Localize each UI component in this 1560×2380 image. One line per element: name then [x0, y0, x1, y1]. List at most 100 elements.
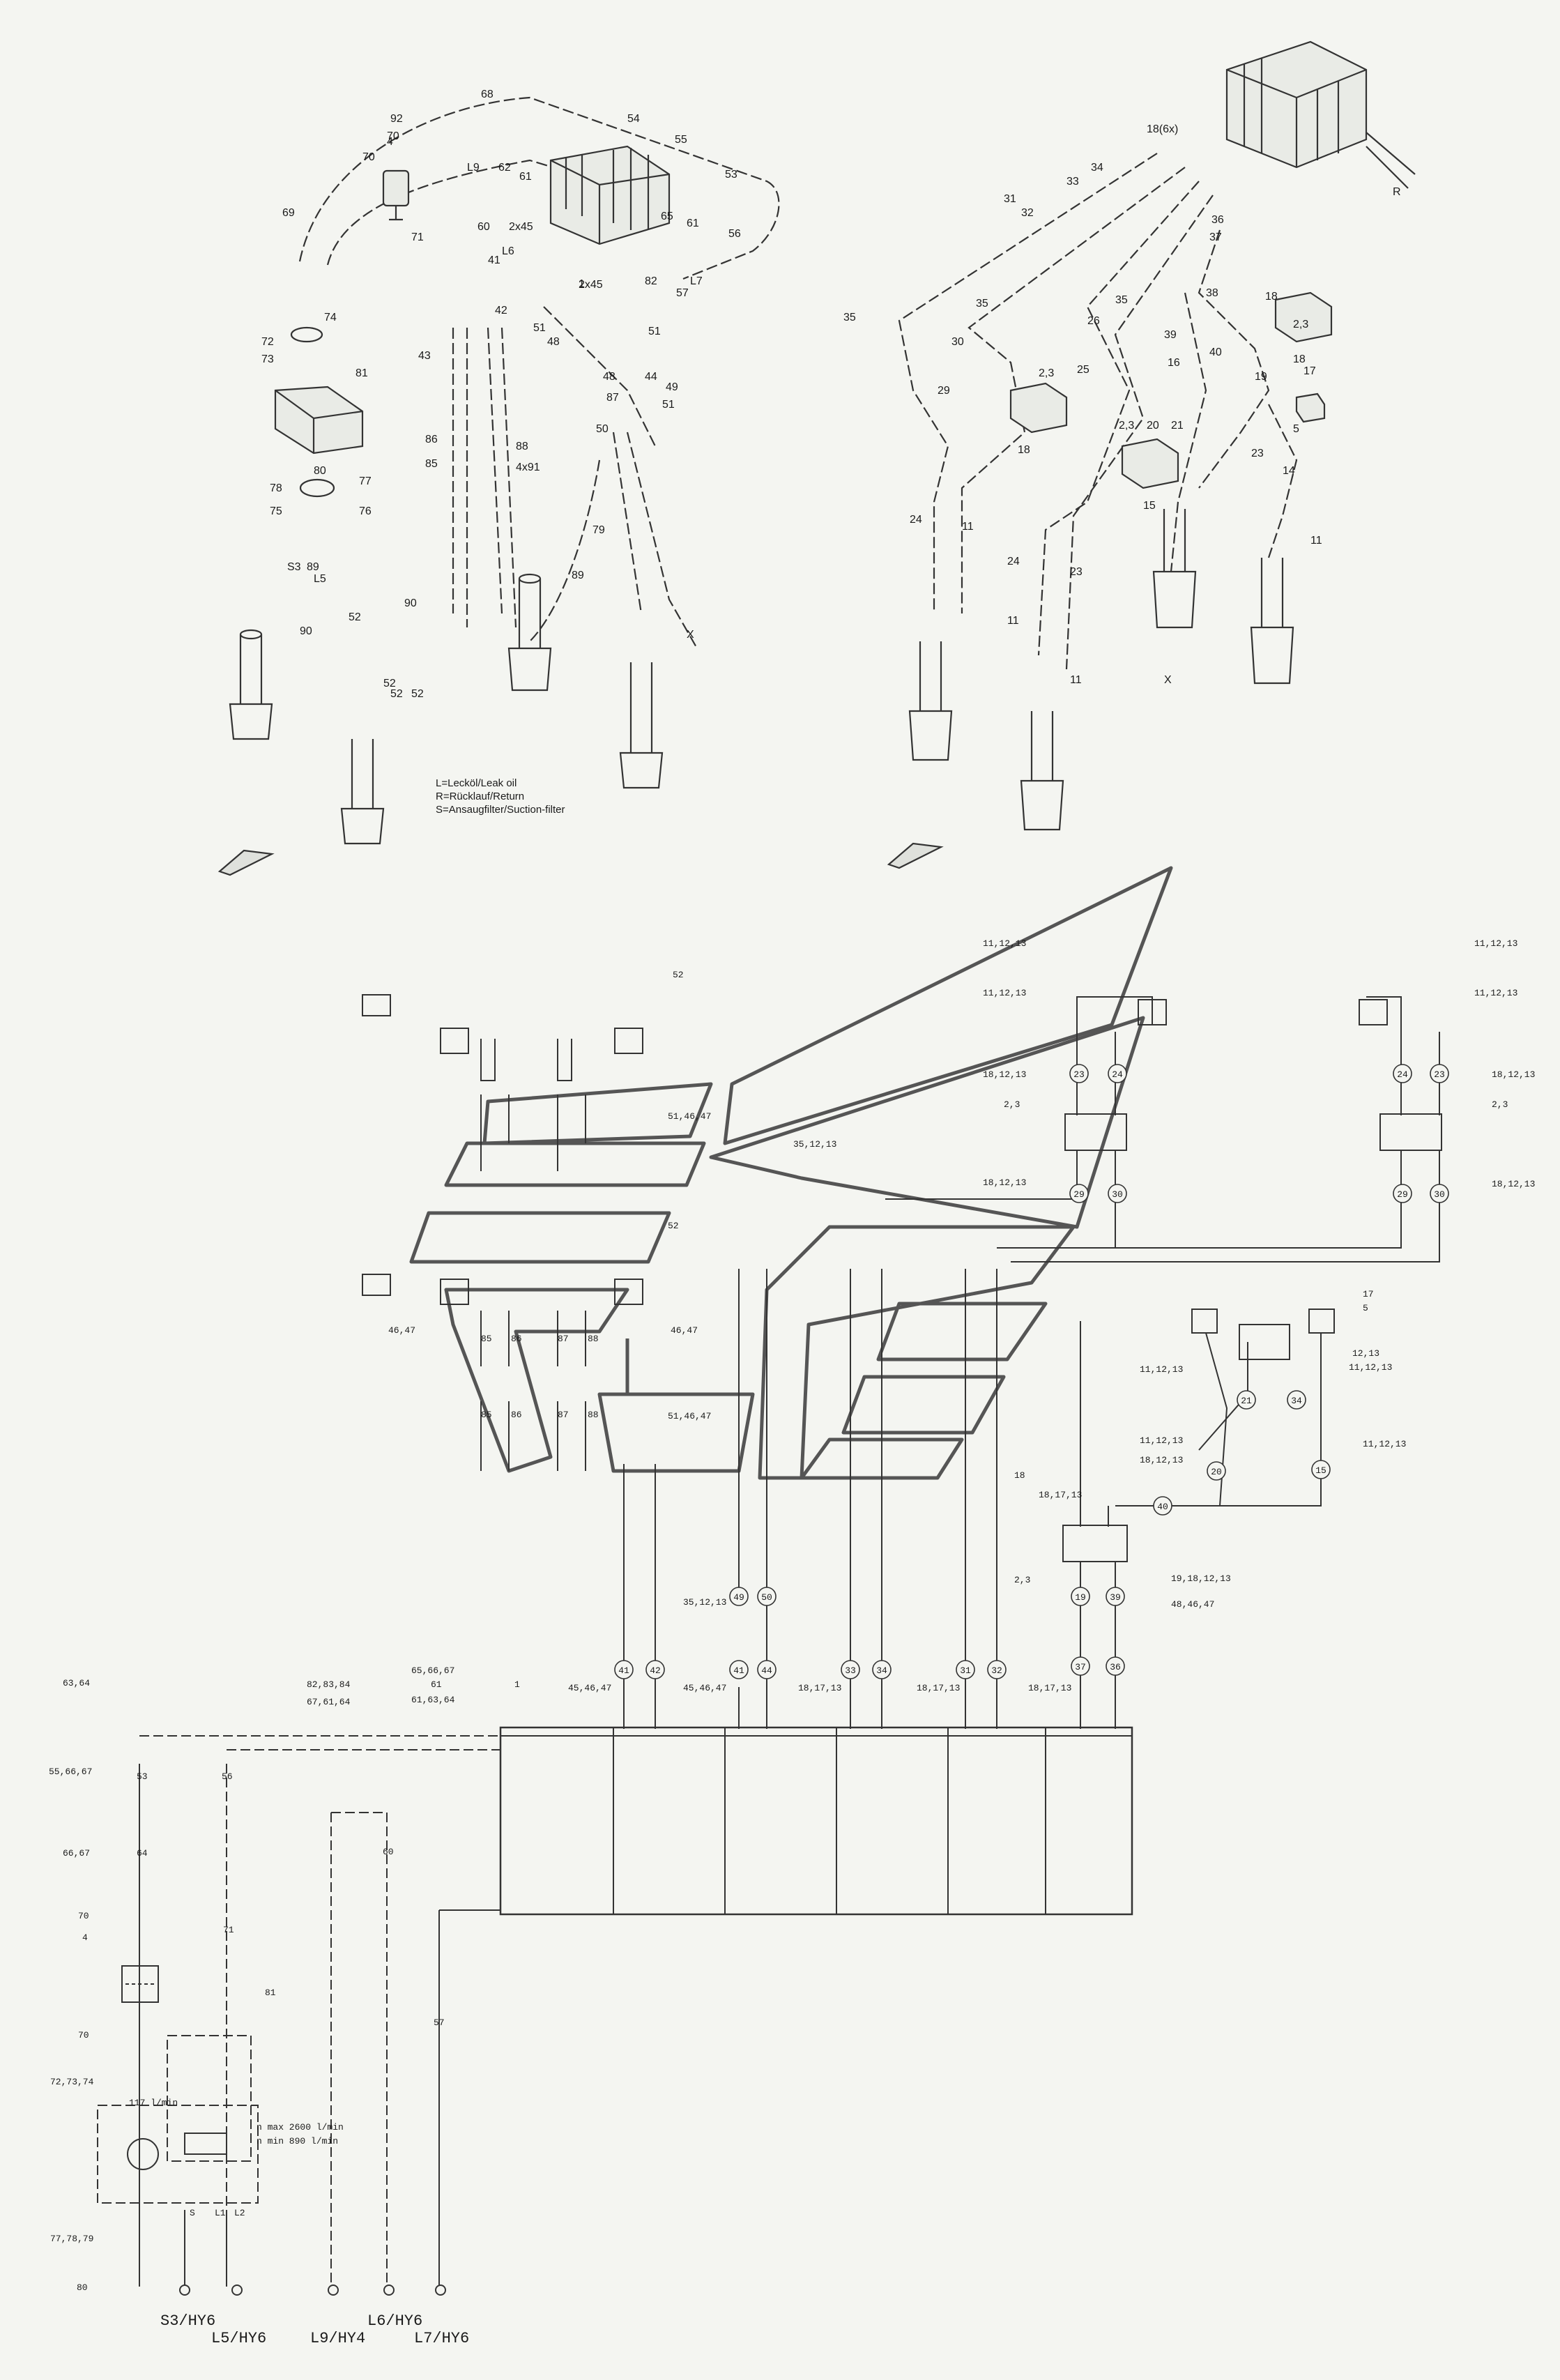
- tr-label-32: 23: [1251, 448, 1264, 459]
- outline-logo-shapes: [409, 866, 1173, 1480]
- tr-label-33: 24: [910, 514, 922, 526]
- left-label-4: 46,47: [671, 1325, 698, 1336]
- tl-label-25: 72: [261, 336, 274, 348]
- port-21-circle: [729, 1660, 749, 1679]
- cyl-label-2: 11,12,13: [1474, 938, 1517, 949]
- tr-label-22: 18: [1293, 353, 1306, 365]
- pump-label-20: n min 890 l/min: [257, 2136, 338, 2146]
- lower-label-8: 18: [1014, 1470, 1025, 1481]
- port-17: 41: [618, 1665, 629, 1676]
- tr-label-29: 18: [1018, 444, 1030, 456]
- tl-label-31: 51: [533, 322, 546, 334]
- pump-unit: [274, 326, 364, 498]
- tl-label-35: 48: [603, 371, 615, 383]
- left-label-13: 88: [588, 1410, 599, 1420]
- port-1: 24: [1112, 1069, 1123, 1080]
- port-11-circle: [1311, 1460, 1331, 1479]
- tr-label-14: 25: [1077, 364, 1089, 376]
- tr-label-31: 14: [1283, 465, 1295, 477]
- port-8-circle: [1237, 1390, 1256, 1410]
- tr-label-0: 18(6x): [1147, 123, 1178, 135]
- tr-label-26: 20: [1147, 420, 1159, 432]
- valve-label-5: 18,12,13: [1492, 1179, 1535, 1189]
- lower-label-11: 19,18,12,13: [1171, 1573, 1231, 1584]
- pump-label-9: 53: [137, 1771, 148, 1782]
- pump-label-6: 72,73,74: [50, 2077, 94, 2087]
- tl-label-38: 50: [596, 423, 609, 435]
- port-14-circle: [1106, 1587, 1125, 1606]
- port-2-circle: [1069, 1184, 1089, 1203]
- tl-label-10: 62: [498, 162, 511, 174]
- block-label-0: 63,64: [63, 1678, 90, 1688]
- tl-label-57: 52: [383, 678, 396, 689]
- bottom-terminals: S3/HY6 L5/HY6 L9/HY4 L6/HY6 L7/HY6: [160, 2312, 469, 2347]
- tr-label-4: 34: [1091, 162, 1103, 174]
- tr-label-3: 33: [1066, 176, 1079, 188]
- cylinders-top-left: [229, 573, 664, 845]
- left-label-7: 86: [511, 1334, 522, 1344]
- block-label-4: 61: [431, 1679, 442, 1690]
- port-18-circle: [645, 1660, 665, 1679]
- block-label-11: 18,17,13: [1028, 1683, 1071, 1693]
- port-9: 20: [1211, 1467, 1222, 1477]
- tl-label-56: 89: [572, 570, 584, 581]
- valve-label-4: 2,3: [1492, 1099, 1508, 1110]
- port-17-circle: [614, 1660, 634, 1679]
- tl-label-24: 74: [324, 312, 337, 323]
- tr-label-9: 35: [976, 298, 988, 310]
- tr-label-30: 15: [1143, 500, 1156, 512]
- left-label-2: 52: [668, 1221, 679, 1231]
- port-7: 30: [1434, 1189, 1445, 1200]
- cyl-label-0: 11,12,13: [983, 938, 1026, 949]
- lower-label-12: 48,46,47: [1171, 1599, 1214, 1610]
- port-0-circle: [1069, 1064, 1089, 1083]
- port-7-circle: [1430, 1184, 1449, 1203]
- port-18: 42: [650, 1665, 661, 1676]
- port-4-circle: [1393, 1064, 1412, 1083]
- port-4: 24: [1397, 1069, 1408, 1080]
- left-label-3: 46,47: [388, 1325, 415, 1336]
- tr-label-18: 39: [1164, 329, 1177, 341]
- valve-label-0: 18,12,13: [983, 1069, 1026, 1080]
- legend-return: R=Rücklauf/Return: [436, 791, 524, 802]
- port-13-circle: [1071, 1587, 1090, 1606]
- port-8: 21: [1241, 1396, 1252, 1406]
- left-label-12: 87: [558, 1410, 569, 1420]
- lower-label-1: 5: [1363, 1303, 1368, 1313]
- valve-boxes-right: [1009, 291, 1333, 489]
- port-21: 41: [733, 1665, 744, 1676]
- port-26: 32: [991, 1665, 1002, 1676]
- tl-label-3: 4: [387, 136, 393, 148]
- tl-label-13: 60: [477, 221, 490, 233]
- tr-label-28: 5: [1293, 423, 1299, 435]
- tl-label-12: 71: [411, 231, 424, 243]
- tl-label-20: 2x45: [579, 279, 603, 291]
- tl-label-51: L5: [314, 573, 326, 585]
- pump-label-16: L1: [215, 2208, 226, 2218]
- tl-label-46: 77: [359, 475, 372, 487]
- tr-label-38: X: [1164, 674, 1172, 686]
- port-22-circle: [757, 1660, 777, 1679]
- port-9-circle: [1207, 1461, 1226, 1481]
- tr-label-8: 35: [843, 312, 856, 323]
- legend-leak-oil: L=Lecköl/Leak oil: [436, 777, 517, 789]
- tr-label-15: 38: [1206, 287, 1218, 299]
- left-label-11: 86: [511, 1410, 522, 1420]
- port-6: 29: [1397, 1189, 1408, 1200]
- lower-label-5: 11,12,13: [1363, 1439, 1406, 1449]
- valve-label-3: 18,12,13: [1492, 1069, 1535, 1080]
- tr-label-20: 16: [1168, 357, 1180, 369]
- terminal-l5: L5/HY6: [211, 2330, 266, 2347]
- port-24: 34: [876, 1665, 887, 1676]
- tl-label-1: 92: [390, 113, 403, 125]
- tl-label-15: L6: [502, 245, 514, 257]
- lower-label-9: 18,17,13: [1039, 1490, 1082, 1500]
- tr-label-10: 35: [1115, 294, 1128, 306]
- port-15: 37: [1075, 1662, 1086, 1672]
- tr-label-7: 37: [1209, 231, 1222, 243]
- pump-label-1: 66,67: [63, 1848, 90, 1859]
